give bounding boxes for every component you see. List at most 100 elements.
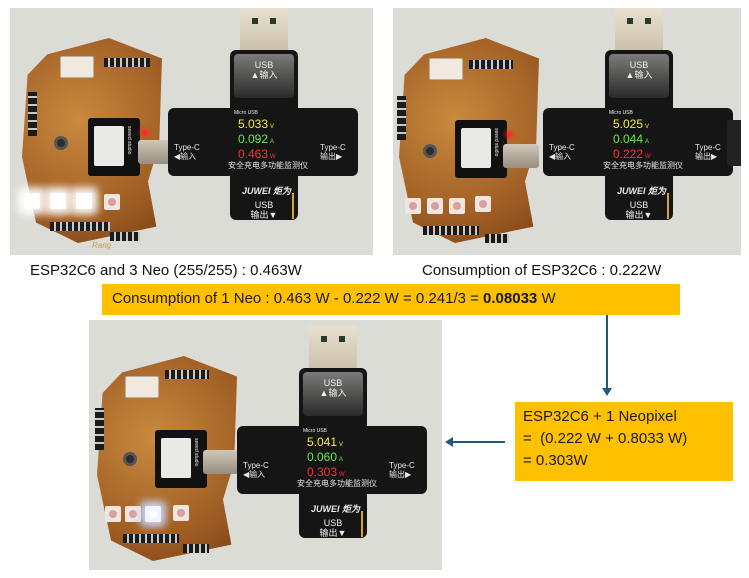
reset-button-component (123, 452, 137, 466)
power-unit: W (270, 154, 276, 160)
reset-button-component (423, 144, 437, 158)
type-c-output-label: Type-C 输出▶ (320, 143, 346, 161)
neopixel-off-icon (475, 196, 491, 212)
usb-input-label: USB ▲输入 (609, 60, 669, 80)
plug-hole (339, 336, 345, 342)
power-value: 0.222 (613, 147, 644, 161)
usb-output-label: USB 输出▼ (303, 518, 363, 538)
meter-accent-stripe (292, 193, 294, 219)
power-value: 0.303 (307, 465, 338, 479)
neopixel-lit-icon (145, 506, 161, 522)
jst-connector (60, 56, 94, 78)
pin-header (95, 408, 104, 450)
current-unit: A (339, 457, 344, 463)
type-c-label: Type-C (174, 143, 200, 152)
voltage-value: 5.025 (613, 117, 644, 131)
usb-a-plug (240, 8, 288, 54)
caption-three-neopixels: ESP32C6 and 3 Neo (255/255) : 0.463W (30, 262, 302, 279)
type-c-input-sublabel: ◀输入 (174, 152, 197, 161)
type-c-output-sublabel: 输出▶ (320, 152, 343, 161)
xiao-esp32c6-module: seeed studio (155, 430, 207, 488)
status-led-icon (142, 130, 147, 135)
type-c-input-sublabel: ◀输入 (549, 152, 572, 161)
plug-hole (270, 18, 276, 24)
neopixel-off-icon (104, 194, 120, 210)
micro-usb-label: Micro USB (303, 428, 327, 434)
xiao-esp32c6-module: seeed studio (88, 118, 140, 176)
pin-header (110, 232, 140, 241)
usb-input-label: USB ▲输入 (303, 378, 363, 398)
type-c-label: Type-C (320, 143, 346, 152)
module-brand-label: seeed studio (126, 126, 132, 155)
type-c-label: Type-C (695, 143, 721, 152)
type-c-output-label: Type-C 输出▶ (695, 143, 721, 161)
usb-label: USB (323, 378, 343, 388)
rf-shield (461, 128, 491, 168)
neopixel-lit-icon (24, 193, 40, 209)
photo-esp32c6-one-neopixel: seeed studio USB ▲输入 Micro USB Type-C ◀输… (89, 320, 442, 570)
meter-body-horizontal (237, 426, 427, 494)
plug-hole (627, 18, 633, 24)
arrow-down-line (606, 315, 608, 391)
usb-power-meter: USB ▲输入 Micro USB Type-C ◀输入 Type-C 输出▶ … (237, 326, 427, 541)
voltage-unit: V (270, 124, 275, 130)
current-value: 0.060 (307, 450, 338, 464)
usb-a-plug (309, 326, 357, 372)
neopixel-off-icon (105, 506, 121, 522)
arrow-left-line (452, 441, 505, 443)
usb-label: USB (254, 60, 274, 70)
voltage-value: 5.033 (238, 117, 269, 131)
meter-accent-stripe (361, 511, 363, 537)
usb-label: USB (629, 60, 649, 70)
usb-output-sublabel: 输出▼ (319, 528, 347, 538)
usb-output-label: USB 输出▼ (234, 200, 294, 220)
rf-shield (161, 438, 191, 478)
usb-power-meter: USB ▲输入 Micro USB Type-C ◀输入 Type-C 输出▶ … (543, 8, 741, 223)
type-c-label: Type-C (549, 143, 575, 152)
pin-header (50, 222, 110, 231)
usb-input-label: USB ▲输入 (234, 60, 294, 80)
photo-esp32c6-three-neopixels: seeed studio Rang USB ▲输入 Micro USB Type… (10, 8, 373, 255)
result-line-3: = 0.303W (523, 452, 588, 469)
usb-a-plug (615, 8, 663, 54)
arrow-left-icon (445, 437, 453, 447)
micro-usb-label: Micro USB (609, 110, 633, 116)
type-c-label: Type-C (243, 461, 269, 470)
current-unit: A (645, 139, 650, 145)
meter-brand: JUWEI 炬为 (617, 186, 667, 196)
pin-header (423, 226, 479, 235)
plug-hole (321, 336, 327, 342)
pin-header (123, 534, 179, 543)
type-c-input-sublabel: ◀输入 (243, 470, 266, 479)
type-c-input-label: Type-C ◀输入 (549, 143, 575, 161)
meter-body-horizontal (543, 108, 733, 176)
micro-usb-label: Micro USB (234, 110, 258, 116)
rf-shield (94, 126, 124, 166)
neopixel-off-icon (125, 506, 141, 522)
current-value: 0.044 (613, 132, 644, 146)
usb-input-sublabel: ▲输入 (625, 70, 653, 80)
single-neopixel-result: ESP32C6 + 1 Neopixel = (0.222 W + 0.8033… (515, 402, 733, 481)
arrow-down-icon (602, 388, 612, 396)
formula-text: Consumption of 1 Neo : 0.463 W - 0.222 W… (112, 290, 484, 307)
type-c-label: Type-C (389, 461, 415, 470)
neopixel-lit-icon (76, 193, 92, 209)
pin-header (485, 234, 509, 243)
neopixel-consumption-formula: Consumption of 1 Neo : 0.463 W - 0.222 W… (102, 284, 680, 315)
type-c-cable (727, 120, 741, 166)
usb-c-plug (503, 144, 539, 168)
result-line-2: = (0.222 W + 0.8033 W) (523, 430, 688, 447)
meter-accent-stripe (667, 193, 669, 219)
usb-output-sublabel: 输出▼ (250, 210, 278, 220)
formula-result: 0.08033 (483, 290, 538, 307)
voltage-unit: V (339, 442, 344, 448)
current-value: 0.092 (238, 132, 269, 146)
neopixel-off-icon (427, 198, 443, 214)
voltage-value: 5.041 (307, 435, 338, 449)
usb-input-sublabel: ▲输入 (250, 70, 278, 80)
usb-label: USB (629, 200, 649, 210)
meter-subtitle: 安全充电多功能监测仪 (228, 161, 308, 170)
meter-top-panel (234, 54, 294, 98)
